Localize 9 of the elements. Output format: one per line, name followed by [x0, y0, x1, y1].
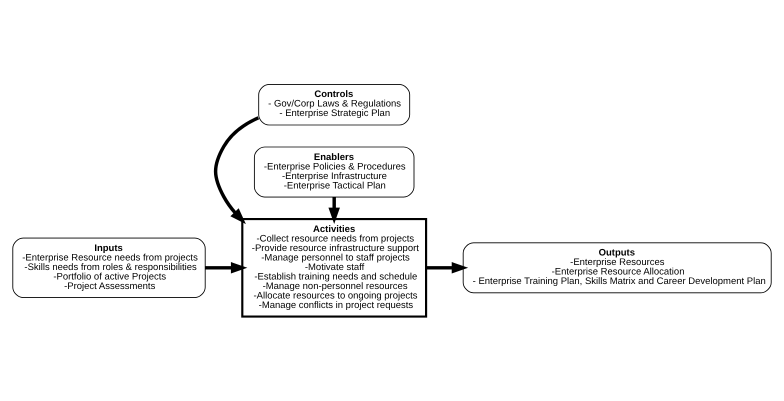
arrow [205, 262, 248, 274]
node-box: Outputs -Enterprise Resources -Enterprise Resource Allocation - Enterprise Training Plan, Skills Matrix and Career Development Plan [462, 242, 772, 294]
arrow [426, 262, 468, 274]
node-box: Activities -Collect resource needs from projects -Provide resource infrastructure support -Manage personnel to staff projects -Motivate staff -Establish training needs and schedule -Manage non-personnel resources -Allocate resources to ongoing projects -Manage conflicts in project requests [241, 218, 428, 318]
node-box: Inputs -Enterprise Resource needs from projects -Skills needs from roles & responsibilities -Portfolio of active Projects -Project Assessments [12, 238, 206, 298]
arrow [214, 116, 260, 224]
node-box: Enablers -Enterprise Policies & Procedures -Enterprise Infrastructure -Enterprise Tactical Plan [254, 146, 414, 198]
node-box: Controls - Gov/Corp Laws & Regulations - Enterprise Strategic Plan [258, 84, 410, 126]
arrow [328, 197, 340, 224]
